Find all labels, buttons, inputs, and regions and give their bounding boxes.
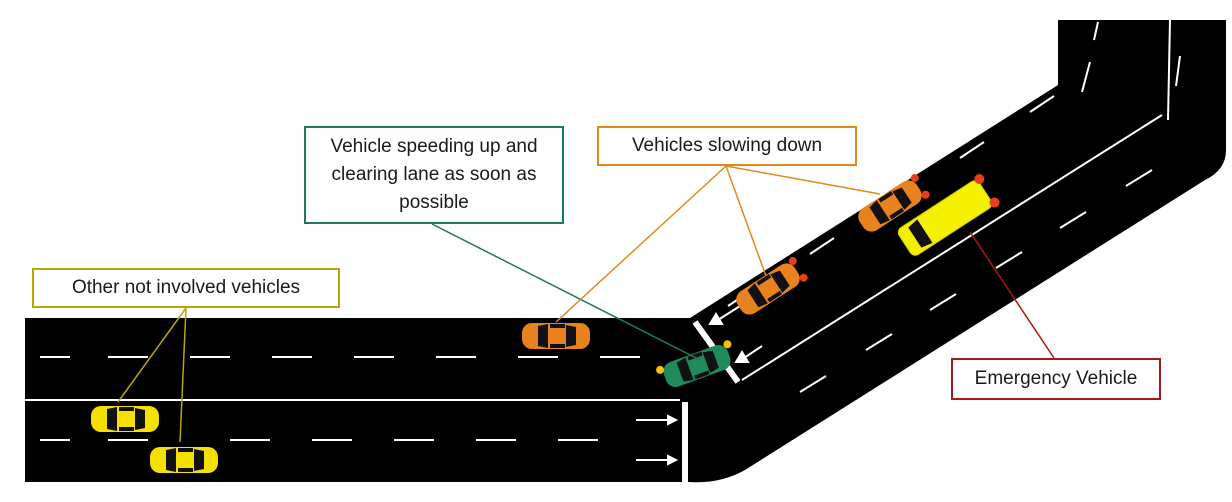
diagonal-lane-markings bbox=[727, 19, 1181, 393]
callout-speeding-vehicle: Vehicle speeding up and clearing lane as… bbox=[304, 126, 564, 224]
horizontal-lane-markings bbox=[25, 356, 680, 441]
speeding-vehicle bbox=[656, 340, 734, 390]
callout-slowing-vehicles: Vehicles slowing down bbox=[597, 126, 857, 166]
lane-arrows-diagonal bbox=[708, 305, 763, 363]
callout-other-vehicles: Other not involved vehicles bbox=[32, 268, 340, 308]
diagonal-road bbox=[690, 20, 1226, 483]
callout-lines-other bbox=[117, 307, 187, 443]
callout-lines-speeding bbox=[431, 223, 701, 361]
lane-arrows-horizontal bbox=[636, 414, 679, 466]
other-vehicle-1 bbox=[91, 406, 159, 432]
callout-emergency-vehicle: Emergency Vehicle bbox=[951, 358, 1161, 400]
slowing-vehicle-horizontal bbox=[522, 323, 590, 349]
emergency-vehicle bbox=[897, 174, 1000, 256]
callout-lines-emergency bbox=[969, 231, 1055, 359]
slowing-vehicle-diagonal-1 bbox=[732, 257, 808, 319]
stop-line bbox=[682, 402, 688, 482]
other-vehicle-2 bbox=[150, 447, 218, 473]
slowing-vehicle-diagonal-2 bbox=[854, 174, 930, 236]
callout-lines-slowing bbox=[555, 165, 881, 323]
